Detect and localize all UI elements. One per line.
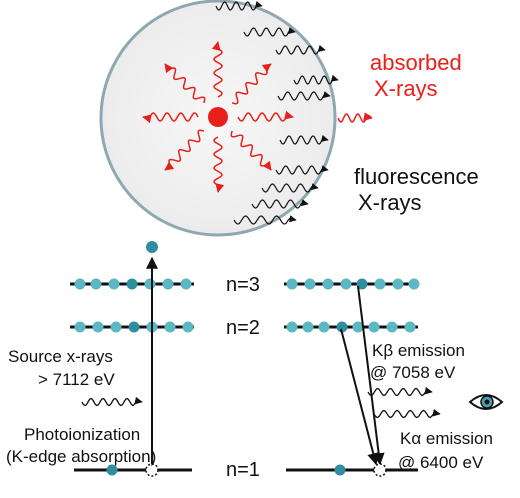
electron-n2 — [164, 321, 176, 333]
electron-n3 — [162, 278, 174, 290]
kbeta-transition-arrow — [357, 285, 385, 466]
electron-n2 — [368, 321, 380, 333]
fluorescence-ray — [293, 74, 339, 85]
fluorescence-ray — [215, 0, 263, 11]
electron-n3 — [286, 278, 298, 290]
kalpha-emission-wave — [373, 408, 441, 419]
eye-icon — [468, 394, 504, 410]
electron-n2 — [92, 321, 104, 333]
electron-n3 — [304, 278, 316, 290]
fluorescence-ray — [233, 215, 297, 225]
electron-n2 — [110, 321, 122, 333]
kalpha-transition-arrow — [340, 328, 380, 466]
fluorescence-ray — [243, 27, 296, 37]
absorbed-ray — [164, 63, 206, 104]
kalpha-label-line2: @ 6400 eV — [398, 453, 484, 472]
electron-n3 — [108, 278, 120, 290]
electron-n3 — [74, 278, 86, 290]
fluorescence-xray-waves — [215, 0, 339, 225]
absorbed-ray — [337, 112, 373, 123]
electron-n3 — [356, 278, 368, 290]
fluorescence-ray — [251, 199, 309, 209]
electron-n2 — [318, 321, 330, 333]
absorbed-ray — [230, 130, 272, 171]
electron-n2 — [286, 321, 298, 333]
kalpha-label-line1: Kα emission — [400, 429, 493, 448]
electron-n3 — [322, 278, 334, 290]
absorbed-ray — [164, 129, 205, 171]
level-n1-label: n=1 — [226, 459, 260, 481]
fluorescence-ray — [279, 134, 329, 145]
absorbing-atom — [208, 107, 228, 127]
electron-n3 — [374, 278, 386, 290]
electron-n1 — [106, 464, 118, 476]
electron-n3 — [180, 278, 192, 290]
level-n3-label: n=3 — [226, 274, 260, 296]
kbeta-emission-wave — [367, 386, 433, 397]
source-label-line1: Source x-rays — [8, 347, 113, 366]
electron-n3 — [144, 278, 156, 290]
absorbed-xray-waves — [142, 41, 373, 193]
source-label-line2: > 7112 eV — [38, 370, 115, 389]
fluorescence-label-line2: X-rays — [358, 190, 422, 215]
absorbed-ray — [211, 41, 223, 98]
electron-n2 — [182, 321, 194, 333]
fluorescence-label-line1: fluorescence — [354, 164, 479, 189]
emission-waves — [81, 386, 441, 419]
electrons — [74, 278, 420, 476]
ejected-electron — [146, 241, 158, 253]
electron-n3 — [392, 278, 404, 290]
electron-n3 — [408, 278, 420, 290]
fluorescence-ray — [277, 91, 331, 101]
level-n2-label: n=2 — [226, 317, 260, 339]
photoionization-label-line1: Photoionization — [24, 425, 140, 444]
left-core-hole — [145, 463, 159, 477]
electron-n2 — [128, 321, 140, 333]
electron-n2 — [336, 321, 348, 333]
absorbed-ray — [231, 63, 272, 105]
electron-n3 — [340, 278, 352, 290]
electron-n2 — [74, 321, 86, 333]
electron-n3 — [90, 278, 102, 290]
absorbed-label-line2: X-rays — [374, 76, 438, 101]
absorbed-ray — [237, 110, 294, 122]
source-xray-wave — [81, 396, 143, 407]
fluorescence-ray — [261, 183, 319, 193]
electron-n2 — [302, 321, 314, 333]
photoionization-label-line2: (K-edge absorption) — [6, 447, 156, 466]
absorbed-ray — [142, 112, 199, 124]
right-core-hole — [373, 463, 387, 477]
fluorescence-ray — [275, 44, 326, 55]
electron-n2 — [404, 321, 416, 333]
electron-n1 — [334, 464, 346, 476]
electron-n2 — [386, 321, 398, 333]
electron-n3 — [126, 278, 138, 290]
fluorescence-ray — [275, 165, 329, 175]
electron-n2 — [352, 321, 364, 333]
absorbed-label-line1: absorbed — [370, 50, 462, 75]
kbeta-label-line1: Kβ emission — [372, 341, 465, 360]
kbeta-label-line2: @ 7058 eV — [370, 363, 456, 382]
absorbed-ray — [213, 136, 225, 193]
